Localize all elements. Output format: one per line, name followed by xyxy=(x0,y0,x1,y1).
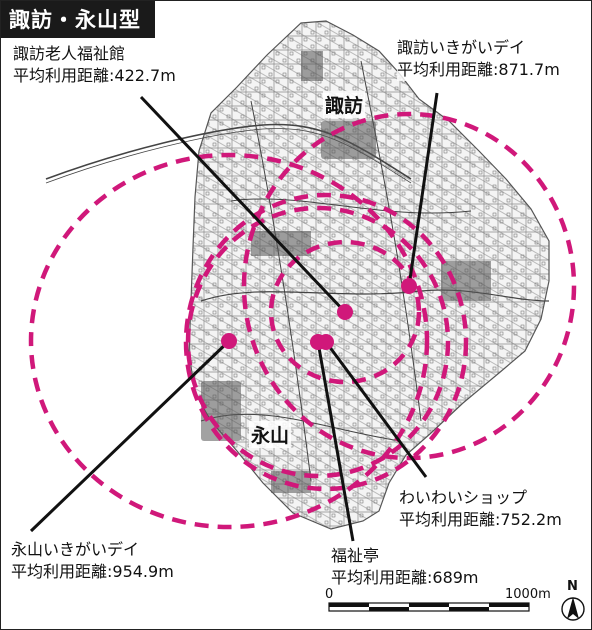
label-fukushitei-name: 福祉亭 xyxy=(331,546,380,565)
north-label: N xyxy=(567,579,578,594)
label-fukushitei: 福祉亭 平均利用距離:689m xyxy=(331,545,479,589)
label-waiwai-distance: 平均利用距離:752.2m xyxy=(399,510,562,529)
scale-bar xyxy=(328,602,530,612)
catchment-circles xyxy=(28,111,577,530)
label-suwa-ikigai-name: 諏訪いきがいデイ xyxy=(397,38,526,57)
label-suwa-rojin-name: 諏訪老人福祉館 xyxy=(13,44,126,63)
catchment-circle-suwa_ikigai xyxy=(241,111,577,461)
facility-dot-suwa_rojin xyxy=(337,304,353,320)
leader-line-fukushitei xyxy=(316,341,355,542)
leader-line-nagayama_ikigai xyxy=(29,339,231,533)
label-suwa-ikigai-distance: 平均利用距離:871.7m xyxy=(397,60,560,79)
catchment-circle-fukushitei xyxy=(185,205,451,479)
catchment-circle-nagayama_ikigai xyxy=(28,152,430,530)
leader-line-suwa_rojin xyxy=(139,95,347,314)
label-nagayama-ikigai-name: 永山いきがいデイ xyxy=(11,540,140,559)
label-waiwai-name: わいわいショップ xyxy=(399,488,528,507)
leader-line-waiwai xyxy=(324,341,428,478)
leader-lines xyxy=(29,92,439,542)
label-nagayama-ikigai: 永山いきがいデイ 平均利用距離:954.9m xyxy=(11,539,174,583)
leader-line-suwa_ikigai xyxy=(407,92,439,287)
facility-dot-fukushitei xyxy=(310,334,326,350)
north-arrow-icon xyxy=(561,597,585,621)
label-suwa-ikigai: 諏訪いきがいデイ 平均利用距離:871.7m xyxy=(397,37,560,81)
area-label-suwa: 諏訪 xyxy=(323,91,366,118)
facility-dot-suwa_ikigai xyxy=(401,278,417,294)
label-suwa-rojin-distance: 平均利用距離:422.7m xyxy=(13,66,176,85)
facility-dot-nagayama_ikigai xyxy=(221,333,237,349)
label-suwa-rojin: 諏訪老人福祉館 平均利用距離:422.7m xyxy=(13,43,176,87)
label-fukushitei-distance: 平均利用距離:689m xyxy=(331,568,479,587)
scale-label-zero: 0 xyxy=(325,587,334,602)
label-nagayama-ikigai-distance: 平均利用距離:954.9m xyxy=(11,562,174,581)
catchment-circle-suwa_rojin xyxy=(268,239,422,385)
label-waiwai: わいわいショップ 平均利用距離:752.2m xyxy=(399,487,562,531)
area-label-nagayama: 永山 xyxy=(249,421,292,448)
facility-dots xyxy=(221,278,417,350)
map-title: 諏訪・永山型 xyxy=(1,1,155,38)
scale-label-max: 1000m xyxy=(505,587,551,602)
